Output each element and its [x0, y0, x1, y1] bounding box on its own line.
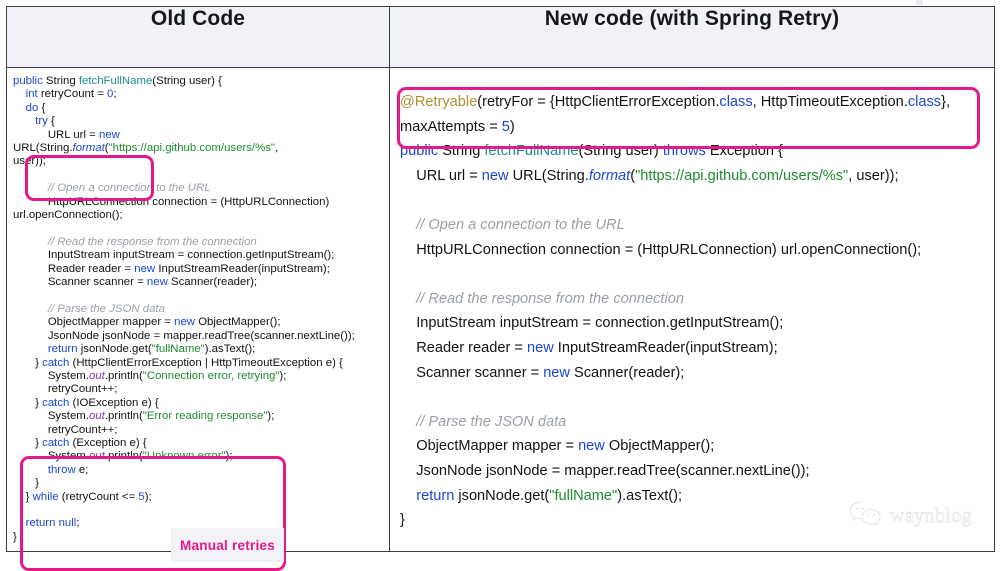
table-header-row: Old Code New code (with Spring Retry): [6, 6, 995, 68]
code-comparison-table: Old Code New code (with Spring Retry) pu…: [6, 6, 995, 571]
header-old-code: Old Code: [6, 6, 390, 68]
new-code-block: @Retryable(retryFor = {HttpClientErrorEx…: [400, 94, 951, 529]
old-code-block: public String fetchFullName(String user)…: [13, 75, 355, 543]
comparison-page: Old Code New code (with Spring Retry) pu…: [6, 0, 995, 571]
old-code-cell: public String fetchFullName(String user)…: [6, 67, 390, 571]
table-body-row: public String fetchFullName(String user)…: [6, 67, 995, 571]
page-tick-mark: [916, 0, 923, 5]
manual-retries-label: Manual retries: [171, 528, 284, 562]
header-new-code: New code (with Spring Retry): [389, 6, 995, 68]
new-code-cell: @Retryable(retryFor = {HttpClientErrorEx…: [389, 67, 995, 552]
